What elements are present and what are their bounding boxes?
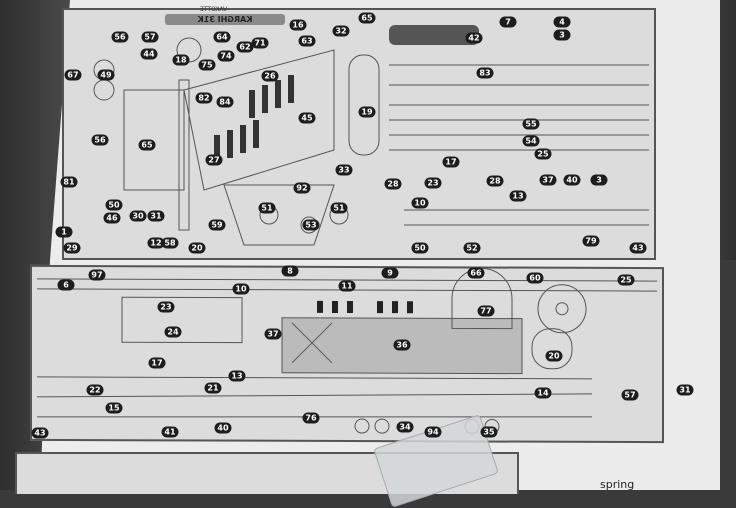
part-number-label: 52 bbox=[463, 242, 481, 254]
part-number-label: 44 bbox=[140, 48, 158, 60]
part-number-label: 40 bbox=[214, 422, 232, 434]
part-number-label: 32 bbox=[332, 25, 350, 37]
photo-etch-fret-top bbox=[62, 8, 656, 260]
part-number-label: 10 bbox=[411, 197, 429, 209]
part-number-label: 50 bbox=[105, 199, 123, 211]
part-number-label: 11 bbox=[338, 280, 356, 292]
part-number-label: 65 bbox=[358, 12, 376, 24]
part-number-label: 57 bbox=[621, 389, 639, 401]
part-number-label: 79 bbox=[582, 235, 600, 247]
part-number-label: 56 bbox=[111, 31, 129, 43]
part-number-label: 6 bbox=[57, 279, 75, 291]
part-number-label: 94 bbox=[424, 426, 442, 438]
part-number-label: 37 bbox=[539, 174, 557, 186]
part-number-label: 3 bbox=[553, 29, 571, 41]
part-number-label: 10 bbox=[232, 283, 250, 295]
part-number-label: 76 bbox=[302, 412, 320, 424]
part-number-label: 25 bbox=[617, 274, 635, 286]
part-number-label: 63 bbox=[298, 35, 316, 47]
part-number-label: 20 bbox=[188, 242, 206, 254]
part-number-label: 43 bbox=[629, 242, 647, 254]
part-number-label: 35 bbox=[480, 426, 498, 438]
part-number-label: 16 bbox=[289, 19, 307, 31]
part-number-label: 84 bbox=[216, 96, 234, 108]
fret-top-line-art bbox=[93, 25, 649, 246]
part-number-label: 33 bbox=[335, 164, 353, 176]
part-number-label: 53 bbox=[302, 219, 320, 231]
part-number-label: 54 bbox=[522, 135, 540, 147]
part-number-label: 56 bbox=[91, 134, 109, 146]
part-number-label: 7 bbox=[499, 16, 517, 28]
part-number-label: 66 bbox=[467, 267, 485, 279]
part-number-label: 58 bbox=[161, 237, 179, 249]
part-number-label: 64 bbox=[213, 31, 231, 43]
part-number-label: 55 bbox=[522, 118, 540, 130]
part-number-label: 29 bbox=[63, 242, 81, 254]
part-number-label: 12 bbox=[147, 237, 165, 249]
part-number-label: 36 bbox=[393, 339, 411, 351]
part-number-label: 4 bbox=[553, 16, 571, 28]
fret-bottom-line-art bbox=[36, 268, 657, 435]
part-number-label: 51 bbox=[330, 202, 348, 214]
part-number-label: 50 bbox=[411, 242, 429, 254]
part-number-label: 27 bbox=[205, 154, 223, 166]
part-number-label: 60 bbox=[526, 272, 544, 284]
sheet-title-strip: KARGHI 31K bbox=[165, 14, 285, 25]
part-number-label: 1 bbox=[55, 226, 73, 238]
part-number-label: 42 bbox=[465, 32, 483, 44]
part-number-label: 34 bbox=[396, 421, 414, 433]
part-number-label: 30 bbox=[129, 210, 147, 222]
part-number-label: 81 bbox=[60, 176, 78, 188]
part-number-label: 21 bbox=[204, 382, 222, 394]
part-number-label: 25 bbox=[534, 148, 552, 160]
part-number-label: 41 bbox=[161, 426, 179, 438]
part-number-label: 45 bbox=[298, 112, 316, 124]
part-number-label: 62 bbox=[236, 41, 254, 53]
part-number-label: 43 bbox=[31, 427, 49, 439]
part-number-label: 71 bbox=[251, 37, 269, 49]
part-number-label: 46 bbox=[103, 212, 121, 224]
sheet-subtitle: VAKOTTE bbox=[200, 6, 228, 13]
part-number-label: 17 bbox=[148, 357, 166, 369]
part-number-label: 97 bbox=[88, 269, 106, 281]
part-number-label: 23 bbox=[424, 177, 442, 189]
part-number-label: 28 bbox=[384, 178, 402, 190]
part-number-label: 77 bbox=[477, 305, 495, 317]
part-number-label: 92 bbox=[293, 182, 311, 194]
part-number-label: 15 bbox=[105, 402, 123, 414]
part-number-label: 22 bbox=[86, 384, 104, 396]
photo-etch-fret-bottom bbox=[30, 264, 664, 444]
part-number-label: 17 bbox=[442, 156, 460, 168]
part-number-label: 14 bbox=[534, 387, 552, 399]
caption-text: spring bbox=[600, 478, 635, 491]
part-number-label: 23 bbox=[157, 301, 175, 313]
part-number-label: 18 bbox=[172, 54, 190, 66]
part-number-label: 20 bbox=[545, 350, 563, 362]
part-number-label: 65 bbox=[138, 139, 156, 151]
part-number-label: 57 bbox=[141, 31, 159, 43]
part-number-label: 26 bbox=[261, 70, 279, 82]
part-number-label: 51 bbox=[258, 202, 276, 214]
part-number-label: 31 bbox=[676, 384, 694, 396]
part-number-label: 3 bbox=[590, 174, 608, 186]
part-number-label: 13 bbox=[228, 370, 246, 382]
part-number-label: 82 bbox=[195, 92, 213, 104]
part-number-label: 83 bbox=[476, 67, 494, 79]
part-number-label: 28 bbox=[486, 175, 504, 187]
part-number-label: 37 bbox=[264, 328, 282, 340]
part-number-label: 8 bbox=[281, 265, 299, 277]
part-number-label: 9 bbox=[381, 267, 399, 279]
part-number-label: 24 bbox=[164, 326, 182, 338]
part-number-label: 40 bbox=[563, 174, 581, 186]
part-number-label: 59 bbox=[208, 219, 226, 231]
part-number-label: 31 bbox=[147, 210, 165, 222]
part-number-label: 49 bbox=[97, 69, 115, 81]
part-number-label: 19 bbox=[358, 106, 376, 118]
part-number-label: 74 bbox=[217, 50, 235, 62]
part-number-label: 13 bbox=[509, 190, 527, 202]
part-number-label: 67 bbox=[64, 69, 82, 81]
part-number-label: 75 bbox=[198, 59, 216, 71]
